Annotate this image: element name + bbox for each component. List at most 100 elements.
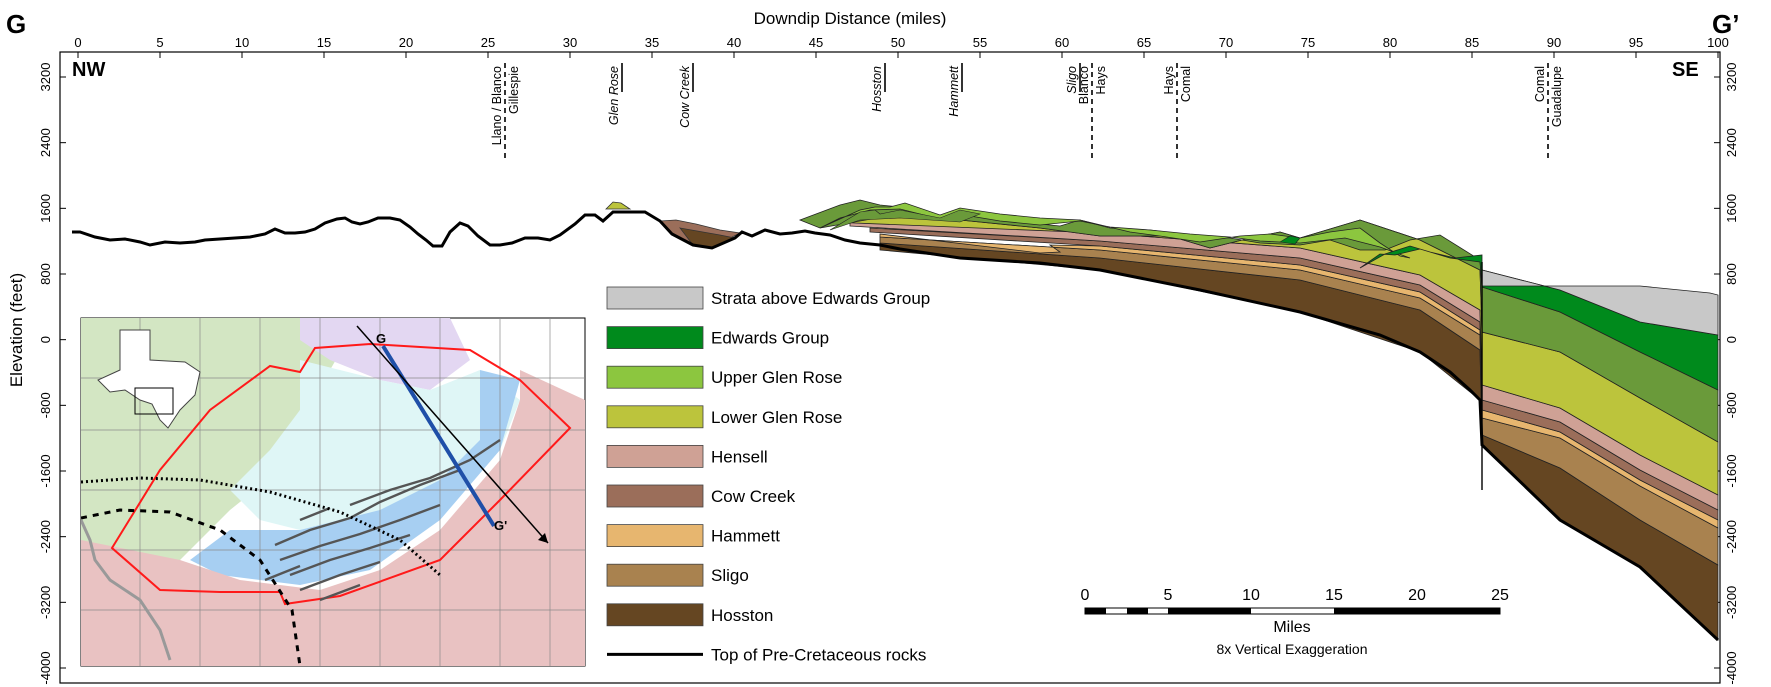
legend-swatch	[606, 603, 704, 627]
map-region-cyan	[230, 360, 520, 540]
cross-section-strata	[72, 199, 1720, 642]
legend-label: Upper Glen Rose	[711, 368, 842, 387]
map-region-blue	[190, 370, 520, 585]
x-tick-label: 20	[399, 35, 413, 50]
section-line-arrow	[356, 325, 549, 544]
y-tick-label-right: 3200	[1724, 63, 1739, 92]
x-tick-label: 45	[809, 35, 823, 50]
left-axis-title: Elevation (feet)	[7, 273, 26, 387]
study-area-boundary	[110, 342, 572, 606]
surface-knobs	[829, 209, 982, 231]
contact-label-top: Hammett	[947, 65, 961, 116]
balcones-faults	[264, 439, 501, 602]
scale-tick-label: 15	[1325, 587, 1343, 604]
contact-label-top: Glen Rose	[607, 66, 621, 125]
y-tick-label-left: -800	[38, 392, 53, 418]
contact-label-top: Llano / Blanco	[490, 66, 504, 145]
contact-label-top: Blanco	[1077, 66, 1091, 104]
x-tick-label: 70	[1219, 35, 1233, 50]
legend-swatch	[606, 286, 704, 310]
x-tick-label: 65	[1137, 35, 1151, 50]
legend-swatch	[606, 563, 704, 587]
x-tick-label: 75	[1301, 35, 1315, 50]
x-tick-label: 10	[235, 35, 249, 50]
legend-swatch	[606, 444, 704, 468]
contact-label-top: Hays	[1162, 66, 1176, 94]
dotted-line-2	[81, 508, 302, 666]
y-tick-label-left: 800	[38, 263, 53, 285]
scale-tick-label: 5	[1164, 587, 1173, 604]
legend-label: Lower Glen Rose	[711, 408, 842, 427]
legend-label: Hosston	[711, 606, 773, 625]
inset-map: G G'	[80, 317, 586, 667]
contact-label-top: Comal	[1533, 66, 1547, 102]
scale-tick-label: 25	[1491, 587, 1509, 604]
legend-label: Sligo	[711, 566, 749, 585]
y-tick-label-right: -2400	[1724, 520, 1739, 553]
y-tick-label-right: -800	[1724, 392, 1739, 418]
pre-cretaceous-surface	[72, 210, 1720, 642]
y-tick-label-left: -2400	[38, 520, 53, 553]
legend-swatch	[606, 405, 704, 429]
scale-tick-label: 20	[1408, 587, 1426, 604]
river-border	[81, 519, 172, 661]
inset-label-g-prime: G'	[494, 518, 507, 533]
y-tick-label-left: 1600	[38, 194, 53, 223]
strata-above-edwards-layer	[1481, 269, 1719, 336]
y-tick-label-left: -1600	[38, 454, 53, 487]
y-tick-label-right: 0	[1724, 336, 1739, 343]
scale-units: Miles	[1273, 619, 1310, 636]
y-tick-label-right: 800	[1724, 263, 1739, 285]
legend-label: Hammett	[711, 527, 780, 546]
texas-outline-icon	[97, 329, 201, 429]
y-tick-label-left: 2400	[38, 128, 53, 157]
legend-label: Cow Creek	[711, 487, 796, 506]
legend-swatch	[606, 365, 704, 389]
y-tick-label-left: -3200	[38, 586, 53, 619]
x-tick-label: 90	[1547, 35, 1561, 50]
section-label-right: G’	[1712, 9, 1739, 39]
legend-swatch	[606, 326, 704, 350]
x-tick-label: 15	[317, 35, 331, 50]
edwards-outlier	[1279, 235, 1301, 245]
y-tick-label-left: -4000	[38, 651, 53, 684]
x-tick-label: 50	[891, 35, 905, 50]
legend-label: Edwards Group	[711, 329, 829, 348]
locator-box	[134, 387, 174, 415]
dotted-line-1	[81, 476, 441, 577]
contact-label-bottom: Guadalupe	[1550, 66, 1564, 127]
nw-label: NW	[72, 59, 105, 81]
legend-label: Strata above Edwards Group	[711, 289, 930, 308]
contact-label-top: Cow Creek	[678, 65, 692, 128]
edwards-layer	[1359, 245, 1719, 391]
contact-label-bottom: Hays	[1094, 66, 1108, 94]
y-tick-label-right: -3200	[1724, 586, 1739, 619]
contact-label-top: Hosston	[870, 66, 884, 112]
x-tick-label: 85	[1465, 35, 1479, 50]
legend-swatch	[606, 484, 704, 508]
plot-frame	[59, 51, 1721, 684]
x-tick-label: 60	[1055, 35, 1069, 50]
contact-label-top: Sligo	[1065, 66, 1079, 94]
top-axis-title: Downdip Distance (miles)	[754, 9, 947, 28]
map-region-purple	[300, 318, 470, 390]
x-tick-label: 30	[563, 35, 577, 50]
x-tick-label: 100	[1707, 35, 1729, 50]
y-tick-label-right: -1600	[1724, 454, 1739, 487]
contact-label-bottom: Comal	[1179, 66, 1193, 102]
legend-label: Hensell	[711, 447, 768, 466]
section-label-left: G	[6, 9, 26, 39]
x-tick-label: 80	[1383, 35, 1397, 50]
arrow-head-icon	[538, 533, 548, 543]
x-tick-label: 35	[645, 35, 659, 50]
y-tick-label-left: 0	[38, 336, 53, 343]
x-tick-label: 95	[1629, 35, 1643, 50]
scale-tick-label: 10	[1242, 587, 1260, 604]
legend-swatch	[606, 524, 704, 547]
